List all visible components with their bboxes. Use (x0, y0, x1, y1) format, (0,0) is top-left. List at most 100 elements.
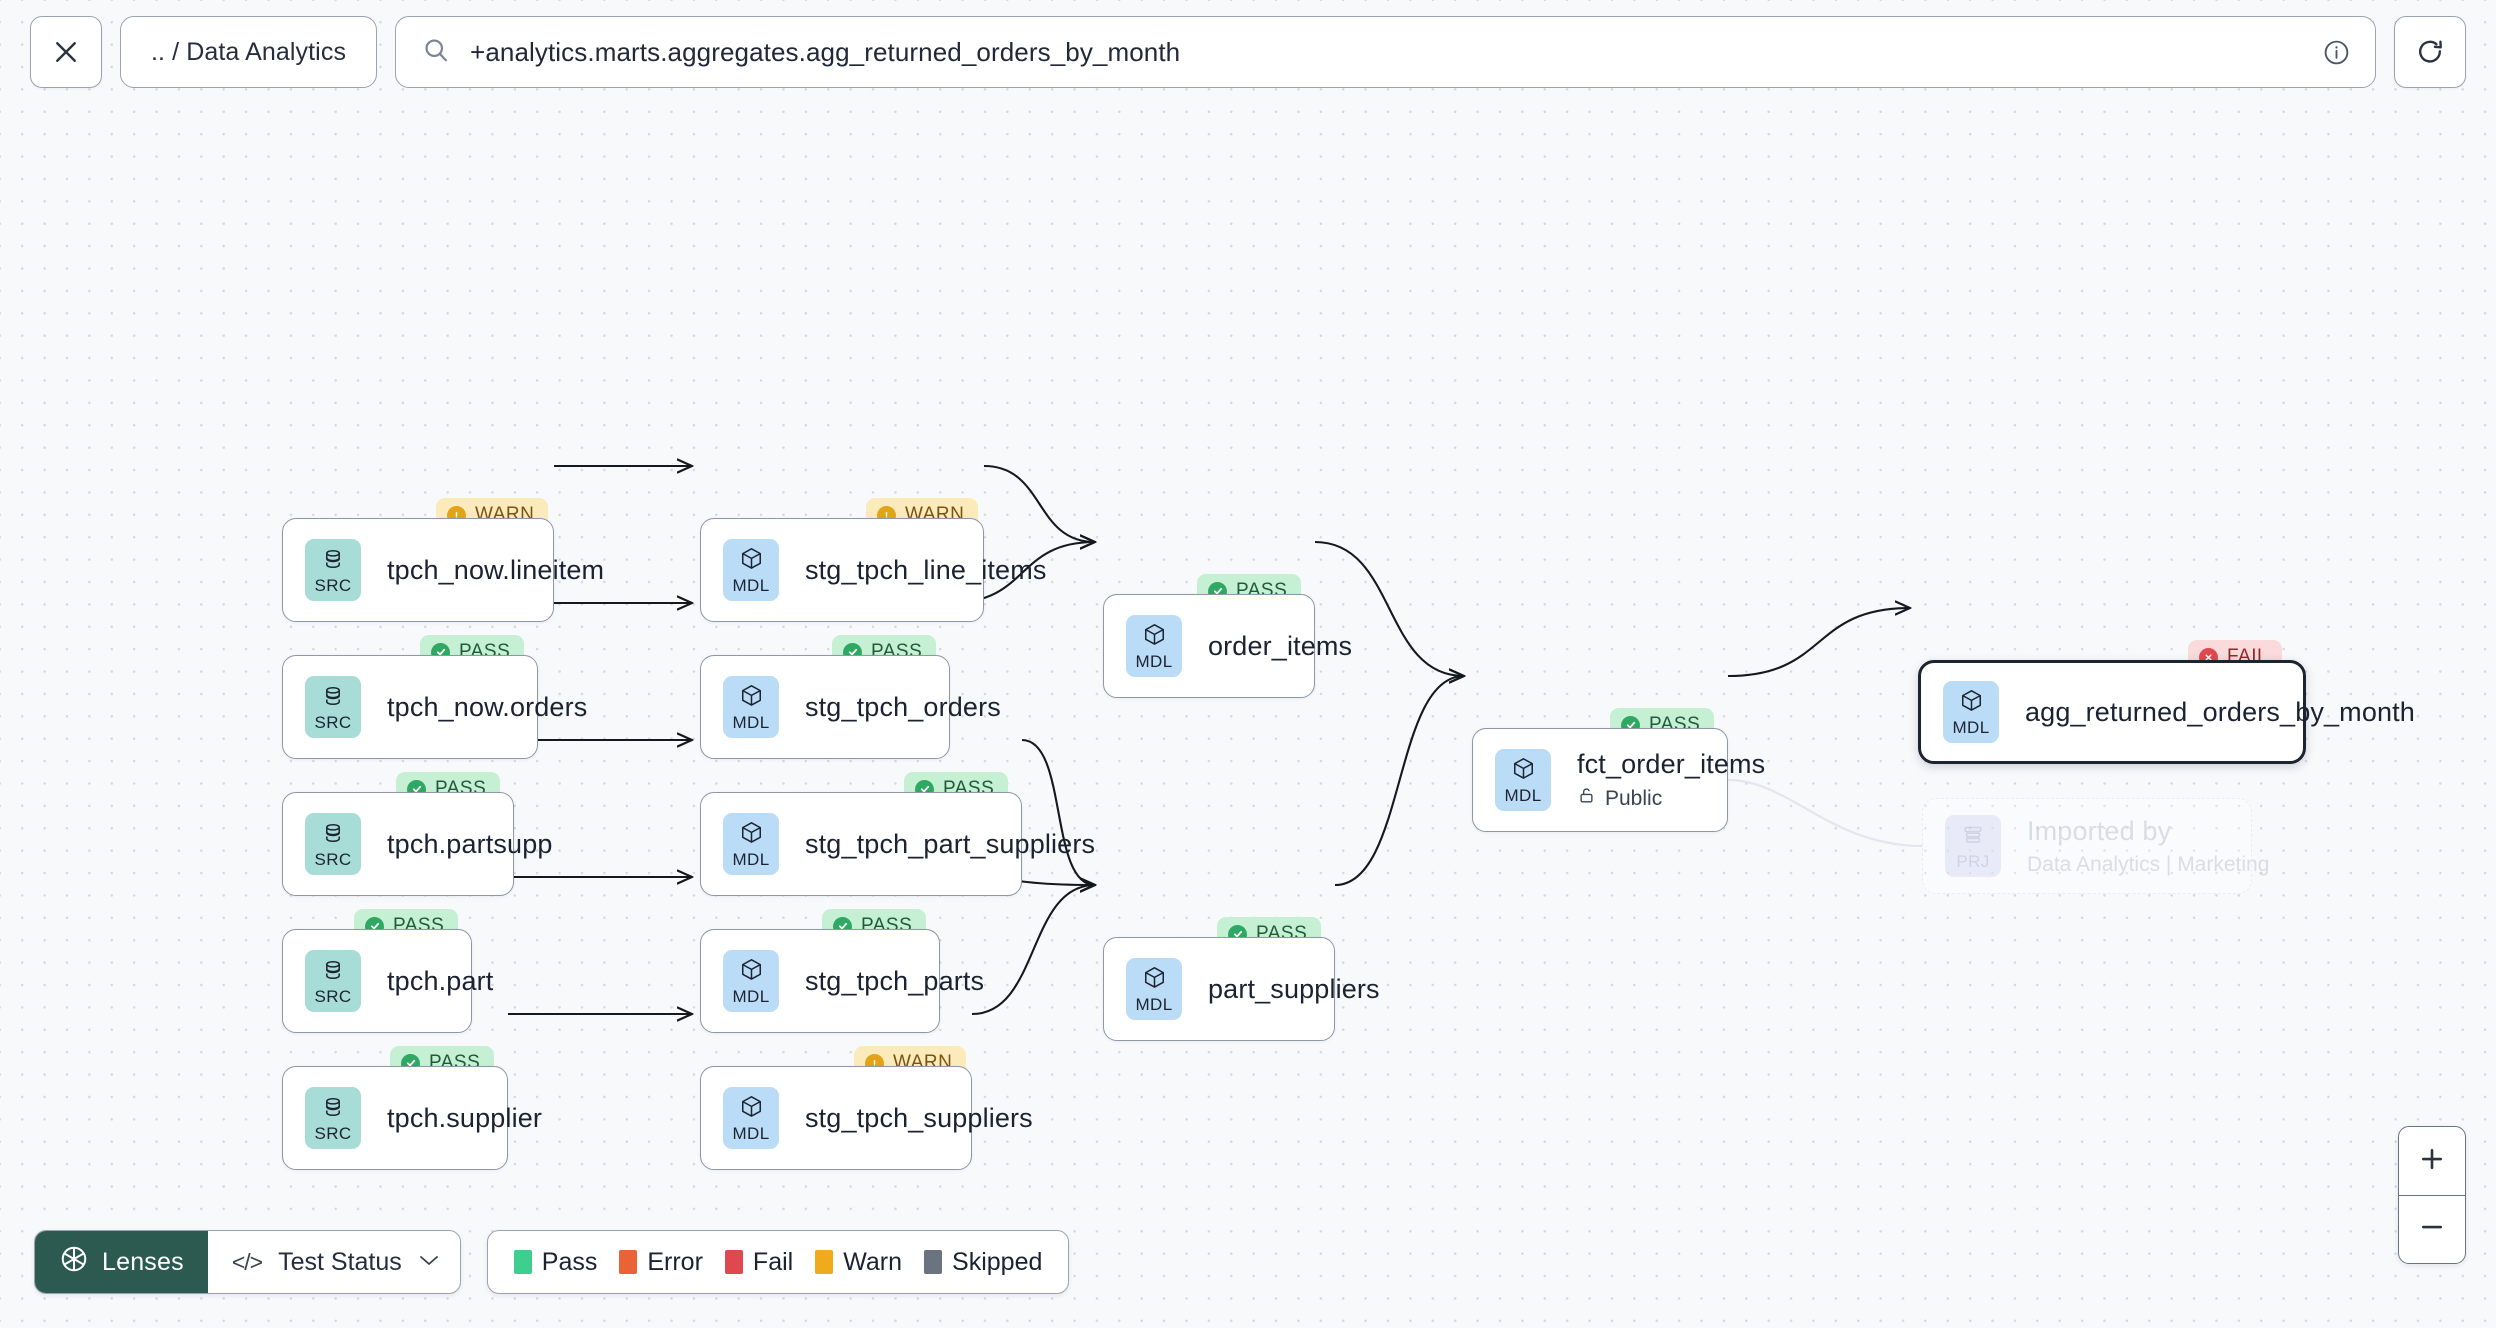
mdl-type-badge: MDL (723, 813, 779, 875)
node-type-label: MDL (732, 713, 770, 732)
mdl-type-badge: MDL (723, 539, 779, 601)
lineage-node-order_items[interactable]: MDL order_items (1103, 594, 1352, 698)
legend-item-pass[interactable]: Pass (513, 1248, 597, 1277)
chevron-down-icon (418, 1251, 440, 1273)
node-label: Imported by (2027, 815, 2172, 846)
cube-icon (739, 820, 764, 850)
zoom-out-button[interactable] (2399, 1195, 2465, 1263)
node-type-label: MDL (732, 987, 770, 1006)
edge-fct_order_items-to-agg_returned_orders_by_month (1727, 608, 1910, 678)
legend-item-warn[interactable]: Warn (815, 1248, 902, 1277)
legend-swatch-warn (815, 1250, 834, 1274)
edge-part_suppliers-to-fct_order_items (1334, 676, 1464, 887)
aperture-icon (59, 1244, 89, 1281)
mdl-type-badge: MDL (1126, 958, 1182, 1020)
info-icon[interactable] (2322, 38, 2351, 67)
node-type-label: SRC (314, 986, 352, 1006)
legend-swatch-skipped (924, 1250, 943, 1274)
node-sublabel: Data Analytics | Marketing (2027, 853, 2269, 877)
lineage-node-part_suppliers[interactable]: MDL part_suppliers (1103, 937, 1380, 1041)
node-text: tpch_now.lineitem (387, 555, 604, 586)
legend-swatch-fail (724, 1250, 743, 1274)
lineage-node-tpch_supplier[interactable]: SRC tpch.supplier (282, 1066, 543, 1170)
lineage-node-stg_tpch_suppliers[interactable]: MDL stg_tpch_suppliers (700, 1066, 1033, 1170)
node-label: agg_returned_orders_by_month (2025, 696, 2415, 727)
unlock-icon (1577, 786, 1596, 811)
node-text: Imported by Data Analytics | Marketing (2027, 815, 2269, 877)
project-icon (1961, 823, 1985, 852)
zoom-in-button[interactable] (2399, 1127, 2465, 1195)
node-text: agg_returned_orders_by_month (2025, 696, 2415, 728)
database-icon (321, 684, 345, 713)
legend-item-error[interactable]: Error (619, 1248, 703, 1277)
database-icon (321, 1095, 345, 1124)
close-icon (51, 37, 81, 67)
node-text: order_items (1208, 631, 1352, 662)
node-type-label: SRC (314, 712, 352, 732)
lineage-search-bar[interactable] (395, 16, 2376, 88)
mdl-type-badge: MDL (1126, 615, 1182, 677)
node-label: part_suppliers (1208, 973, 1380, 1004)
node-sublabel-text: Data Analytics | Marketing (2027, 852, 2270, 876)
search-input[interactable] (470, 36, 2302, 68)
plus-icon (2417, 1144, 2447, 1179)
node-type-label: MDL (732, 850, 770, 869)
cube-icon (1511, 756, 1536, 786)
mdl-type-badge: MDL (723, 676, 779, 738)
src-type-badge: SRC (305, 950, 361, 1012)
lineage-node-tpch_now_lineitem[interactable]: SRC tpch_now.lineitem (282, 518, 604, 622)
src-type-badge: SRC (305, 676, 361, 738)
lineage-node-imported_by_project: PRJ Imported by Data Analytics | Marketing (1922, 798, 2269, 894)
node-label: stg_tpch_suppliers (805, 1102, 1033, 1133)
node-type-label: MDL (1135, 652, 1173, 671)
node-type-label: PRJ (1956, 851, 1990, 871)
database-icon (321, 958, 345, 987)
database-icon (321, 821, 345, 850)
node-label: stg_tpch_parts (805, 965, 985, 996)
node-type-label: MDL (732, 1124, 770, 1143)
node-type-label: MDL (1135, 995, 1173, 1014)
lenses-group: Lenses </> Test Status (34, 1230, 461, 1294)
close-button[interactable] (30, 16, 102, 88)
refresh-button[interactable] (2394, 16, 2466, 88)
prj-type-badge: PRJ (1945, 815, 2001, 877)
lineage-node-stg_tpch_parts[interactable]: MDL stg_tpch_parts (700, 929, 985, 1033)
node-type-label: SRC (314, 1123, 352, 1143)
search-icon (422, 36, 450, 69)
mdl-type-badge: MDL (1495, 749, 1551, 811)
lineage-node-stg_tpch_part_suppliers[interactable]: MDL stg_tpch_part_suppliers (700, 792, 1095, 896)
node-text: tpch_now.orders (387, 692, 587, 723)
cube-icon (739, 683, 764, 713)
legend-item-fail[interactable]: Fail (724, 1248, 793, 1277)
node-label: fct_order_items (1577, 749, 1766, 779)
node-label: tpch.supplier (387, 1102, 543, 1133)
lineage-node-tpch_part[interactable]: SRC tpch.part (282, 929, 493, 1033)
lineage-node-tpch_now_orders[interactable]: SRC tpch_now.orders (282, 655, 587, 759)
lenses-button[interactable]: Lenses (35, 1231, 208, 1293)
node-text: stg_tpch_suppliers (805, 1102, 1033, 1134)
lineage-node-stg_tpch_line_items[interactable]: MDL stg_tpch_line_items (700, 518, 1047, 622)
edge-stg_tpch_suppliers-to-part_suppliers (971, 885, 1095, 1016)
node-text: tpch.partsupp (387, 829, 552, 860)
node-label: stg_tpch_line_items (805, 554, 1047, 585)
edge-stg_tpch_part_suppliers-to-part_suppliers (1021, 738, 1095, 885)
legend-item-skipped[interactable]: Skipped (924, 1248, 1042, 1277)
edge-ghost (1727, 778, 1923, 848)
node-text: stg_tpch_part_suppliers (805, 829, 1095, 860)
node-label: stg_tpch_orders (805, 691, 1001, 722)
bottom-toolbar: Lenses </> Test Status Pass Error Fail Warn… (34, 1230, 1070, 1294)
mdl-type-badge: MDL (723, 1087, 779, 1149)
node-text: stg_tpch_parts (805, 965, 985, 997)
lineage-node-stg_tpch_orders[interactable]: MDL stg_tpch_orders (700, 655, 1001, 759)
lenses-label: Lenses (102, 1247, 184, 1276)
edge-stg_tpch_line_items-to-order_items (983, 464, 1095, 542)
node-text: tpch.part (387, 966, 493, 997)
breadcrumb[interactable]: .. / Data Analytics (120, 16, 378, 88)
node-type-label: SRC (314, 575, 352, 595)
test-status-dropdown[interactable]: </> Test Status (208, 1231, 460, 1293)
